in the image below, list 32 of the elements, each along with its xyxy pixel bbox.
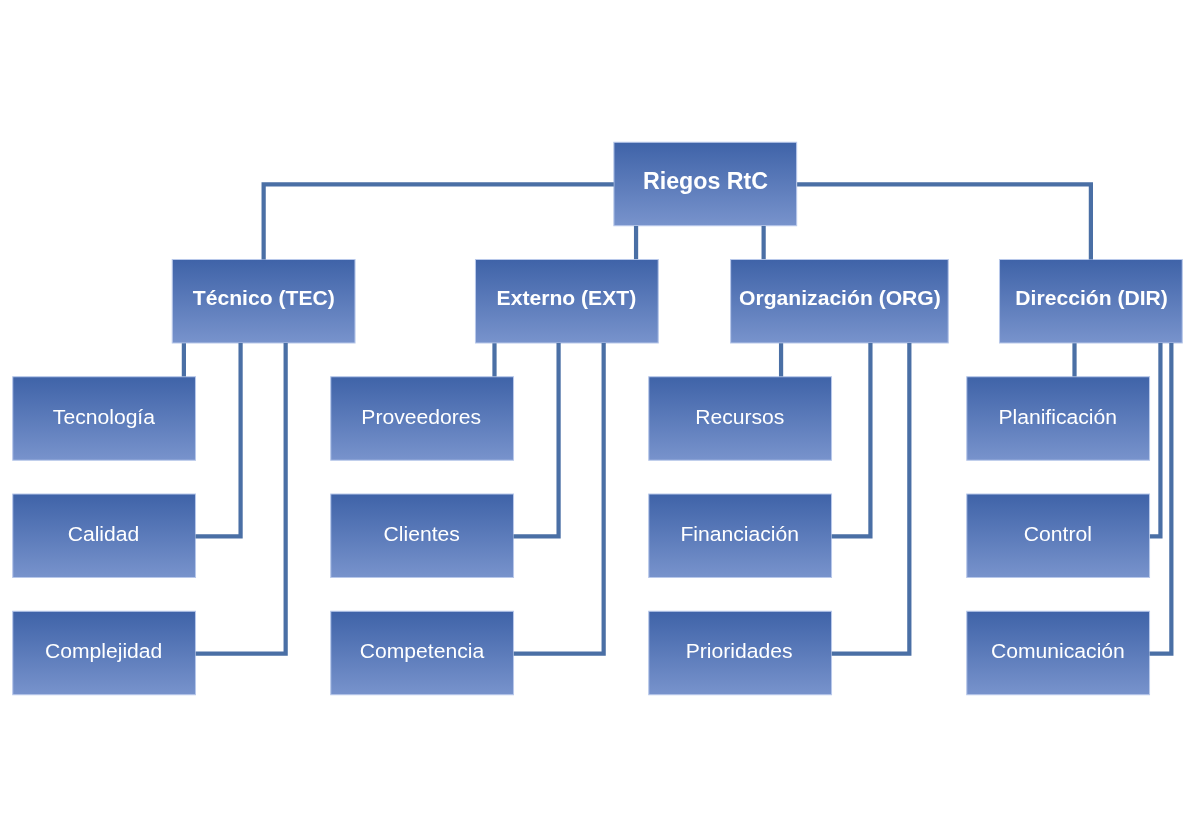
node-box: Clientes: [330, 493, 515, 578]
node-box: Control: [966, 493, 1151, 578]
connector: [1072, 342, 1077, 376]
node-box: Riegos RtC: [613, 141, 798, 226]
connector: [181, 342, 186, 376]
node-box: Complejidad: [12, 610, 197, 695]
connector: [492, 342, 497, 376]
node-box: Financiación: [648, 493, 833, 578]
node-box: Dirección (DIR): [998, 258, 1183, 343]
node-box: Prioridades: [648, 610, 833, 695]
node-box: Externo (EXT): [474, 258, 659, 343]
node-box: Recursos: [648, 375, 833, 461]
connector: [195, 342, 288, 656]
node-box: Organización (ORG): [730, 258, 949, 343]
connector: [261, 181, 614, 259]
node-box: Calidad: [12, 493, 197, 578]
node-box: Competencia: [330, 610, 515, 695]
connector: [831, 342, 873, 538]
connector: [195, 342, 243, 538]
node-box: Tecnología: [12, 375, 197, 461]
node-box: Planificación: [966, 375, 1151, 461]
connector: [831, 342, 912, 656]
node-box: Comunicación: [966, 610, 1151, 695]
node-box: Técnico (TEC): [171, 258, 356, 343]
connector: [797, 181, 1093, 259]
connector: [778, 342, 784, 376]
connector: [633, 225, 639, 259]
node-box: Proveedores: [330, 375, 515, 461]
connector: [513, 342, 561, 538]
connector: [513, 342, 606, 656]
connector: [761, 225, 766, 259]
connector: [1149, 342, 1163, 538]
